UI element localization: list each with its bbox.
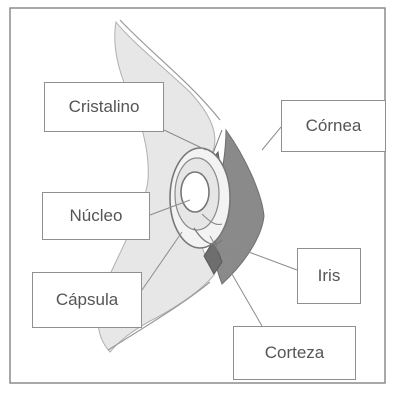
label-capsula: Cápsula <box>32 272 142 328</box>
label-corteza: Corteza <box>233 326 356 380</box>
label-cornea: Córnea <box>281 100 386 152</box>
label-cristalino: Cristalino <box>44 82 164 132</box>
label-iris: Iris <box>297 248 361 304</box>
lens-nucleus <box>181 172 209 212</box>
label-nucleo: Núcleo <box>42 192 150 240</box>
